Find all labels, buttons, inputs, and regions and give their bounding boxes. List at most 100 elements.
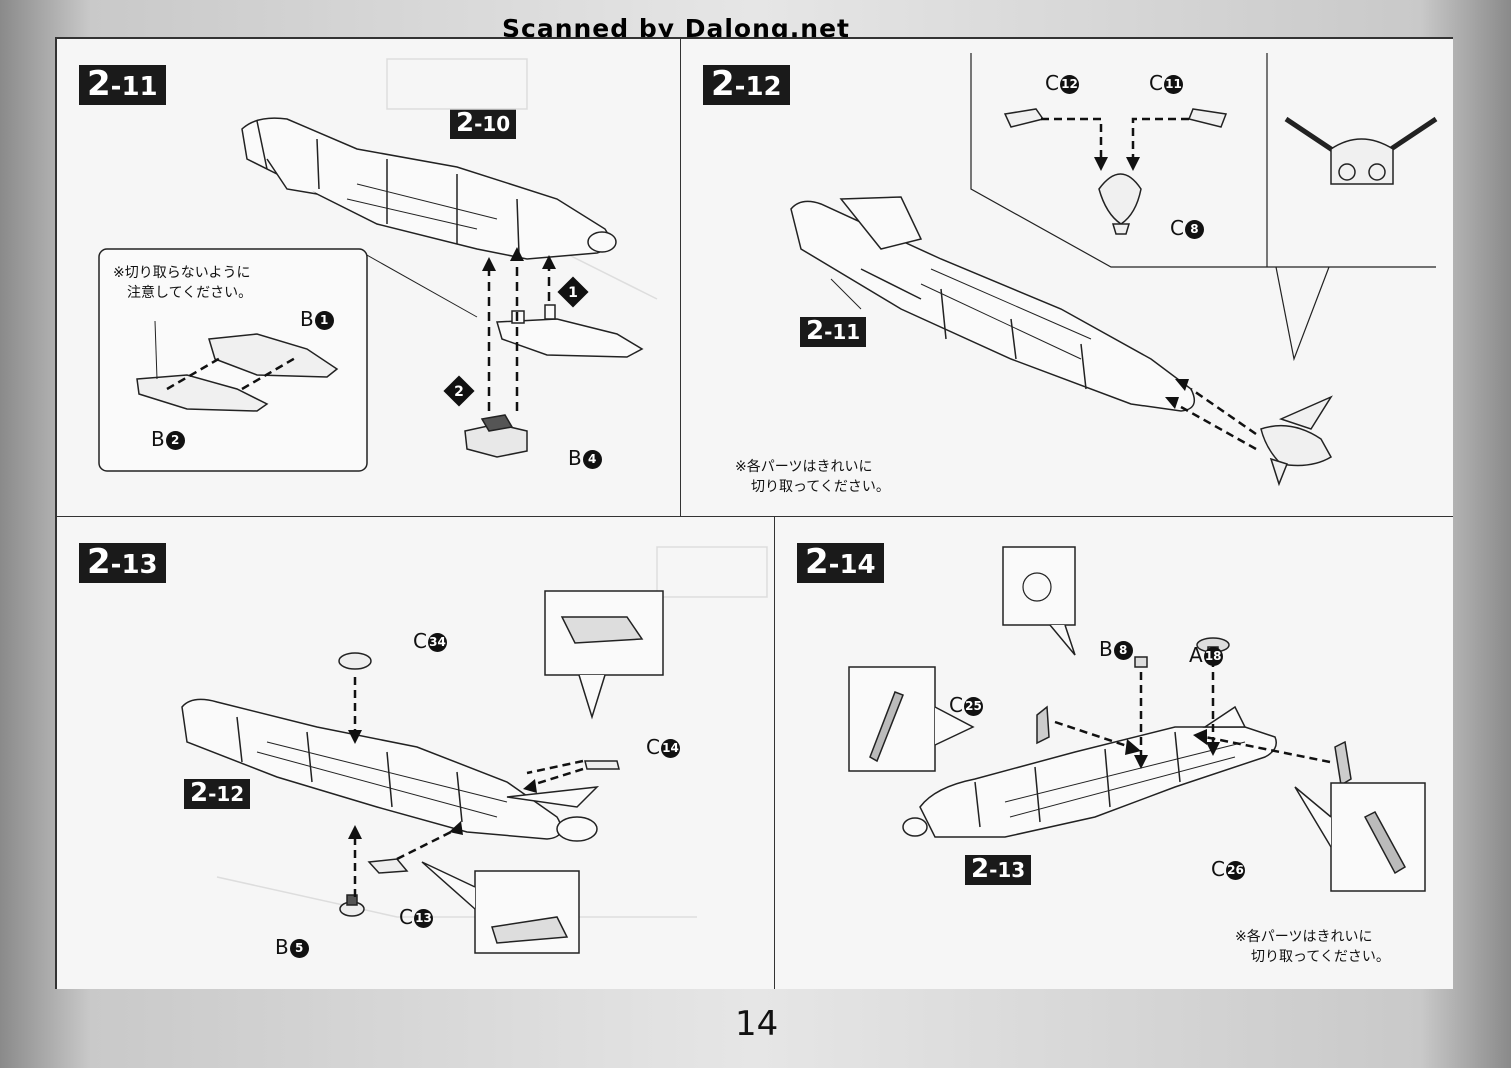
- cut-note: ※各パーツはきれいに 切り取ってください。: [735, 457, 890, 497]
- part-number: 11: [1163, 75, 1183, 94]
- assembly-drawing-2-13: [181, 546, 768, 954]
- step-badge-2-14: 2-14: [797, 543, 884, 583]
- badge-main: 2: [971, 854, 990, 884]
- step-badge-2-13: 2-13: [79, 543, 166, 583]
- assembly-drawing-2-14: [848, 546, 1426, 892]
- badge-sub: -12: [734, 72, 782, 102]
- nose-cone-drawing: [1260, 395, 1333, 487]
- badge-sub: -12: [208, 782, 245, 806]
- badge-sub: -13: [110, 550, 158, 580]
- part-number: 25: [963, 697, 983, 716]
- badge-main: 2: [87, 64, 111, 104]
- step-mark-2: 2: [454, 384, 464, 400]
- part-c8-drawing: [1098, 173, 1142, 235]
- badge-main: 2: [805, 542, 829, 582]
- part-letter: C: [1045, 71, 1059, 95]
- ref-badge-2-12: 2-12: [184, 778, 251, 809]
- page-number: 14: [735, 1004, 779, 1044]
- part-c11-drawing: [1187, 108, 1228, 128]
- part-number: 4: [582, 450, 602, 469]
- part-letter: C: [949, 693, 963, 717]
- badge-main: 2: [190, 778, 209, 808]
- note-line: 切り取ってください。: [1251, 949, 1390, 965]
- ref-badge-2-11: 2-11: [800, 316, 867, 347]
- part-c13-drawing: [367, 858, 409, 874]
- assembly-drawing-2-12: [790, 53, 1438, 487]
- part-letter: B: [568, 446, 582, 470]
- ship-hull-drawing: [181, 698, 600, 842]
- note-line: ※各パーツはきれいに: [1235, 929, 1373, 945]
- part-letter: B: [1099, 637, 1113, 661]
- step-marks: [443, 276, 589, 407]
- ship-hull-drawing: [241, 117, 617, 260]
- lower-part-drawing: [496, 304, 644, 358]
- ship-hull-drawing: [902, 705, 1277, 838]
- part-number: 26: [1225, 861, 1245, 880]
- badge-main: 2: [711, 64, 735, 104]
- part-letter: C: [413, 629, 427, 653]
- badge-sub: -14: [828, 550, 876, 580]
- badge-sub: -11: [824, 320, 861, 344]
- part-c14-drawing: [584, 760, 620, 770]
- part-letter: C: [1170, 216, 1184, 240]
- note-line: 切り取ってください。: [751, 479, 890, 495]
- badge-sub: -11: [110, 72, 158, 102]
- step-panel-2-13: 2-13 2-12: [57, 517, 775, 989]
- part-b8-drawing: [1134, 656, 1148, 668]
- step-panel-2-11: 2-11 2-10: [57, 39, 681, 517]
- part-b5-drawing: [339, 894, 365, 917]
- part-detail-drawing: [1284, 116, 1438, 185]
- badge-sub: -13: [989, 858, 1026, 882]
- part-number: 2: [165, 431, 185, 450]
- part-letter: C: [1211, 857, 1225, 881]
- part-c12-drawing: [1003, 108, 1045, 128]
- step-panel-2-12: 2-12 2-11: [681, 39, 1453, 517]
- badge-main: 2: [806, 316, 825, 346]
- cut-note: ※各パーツはきれいに 切り取ってください。: [1235, 927, 1390, 967]
- part-c25-drawing: [1036, 705, 1050, 745]
- part-number: 34: [427, 633, 447, 652]
- part-letter: A: [1189, 643, 1203, 667]
- part-letter: B: [300, 307, 314, 331]
- part-b4-drawing: [464, 414, 528, 458]
- badge-main: 2: [456, 108, 475, 138]
- note-line: ※各パーツはきれいに: [735, 459, 873, 475]
- ship-hull-drawing: [790, 196, 1196, 412]
- assembly-drawing-2-11: 1 2: [98, 58, 658, 472]
- part-letter: B: [275, 935, 289, 959]
- part-letter: C: [646, 735, 660, 759]
- step-badge-2-11: 2-11: [79, 65, 166, 105]
- part-number: 13: [413, 909, 433, 928]
- step-badge-2-12: 2-12: [703, 65, 790, 105]
- note-line: ※切り取らないように: [113, 265, 251, 281]
- ref-badge-2-10: 2-10: [450, 108, 517, 139]
- note-line: 注意してください。: [127, 285, 253, 301]
- part-number: 8: [1113, 641, 1133, 660]
- part-number: 5: [289, 939, 309, 958]
- badge-sub: -10: [474, 112, 511, 136]
- part-letter: C: [399, 905, 413, 929]
- part-number: 18: [1203, 647, 1223, 666]
- inset-note: ※切り取らないように 注意してください。: [113, 263, 252, 303]
- part-c26-drawing: [1334, 740, 1352, 787]
- instruction-page: 2-11 2-10: [55, 37, 1453, 989]
- ref-badge-2-13: 2-13: [965, 854, 1032, 885]
- step-panel-2-14: 2-14 2-13: [775, 517, 1453, 989]
- part-number: 14: [660, 739, 680, 758]
- step-mark-1: 1: [568, 285, 578, 301]
- part-letter: C: [1149, 71, 1163, 95]
- part-number: 1: [314, 311, 334, 330]
